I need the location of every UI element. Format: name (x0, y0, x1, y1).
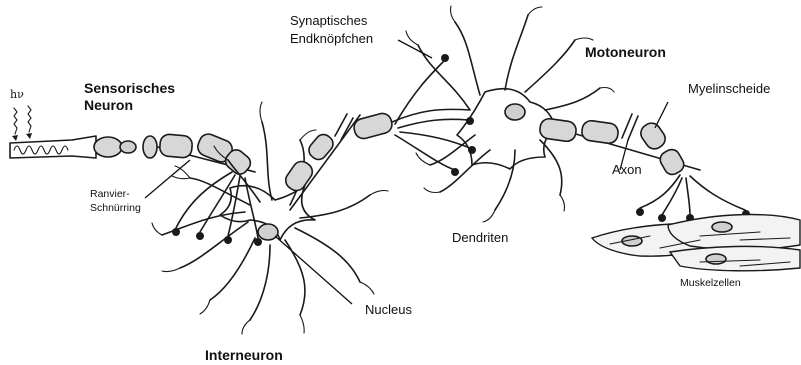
label-pointers (145, 40, 668, 304)
ranvier-label-line1: Ranvier- (90, 188, 130, 200)
dendrites-label: Dendriten (452, 231, 508, 246)
interneuron-axon (282, 111, 394, 210)
sensory-receptor (10, 136, 157, 158)
axon-label: Axon (612, 163, 642, 178)
synaptic-label-line2: Endknöpfchen (290, 32, 373, 47)
motoneuron-axon (539, 114, 750, 222)
interneuron-title: Interneuron (205, 347, 283, 363)
muscle-cells-label: Muskelzellen (680, 277, 741, 289)
myelin-sheath-label: Myelinscheide (688, 82, 770, 97)
sensory-neuron-title-line1: Sensorisches (84, 80, 175, 96)
photon-arrows (12, 106, 32, 141)
muscle-cells (592, 215, 800, 271)
ranvier-label-line2: Schnürring (90, 202, 141, 214)
sensory-axon (158, 131, 255, 177)
sensory-neuron-title-line2: Neuron (84, 97, 133, 113)
motoneuron-cell (392, 6, 614, 222)
nucleus-label: Nucleus (365, 303, 412, 318)
synaptic-label-line1: Synaptisches (290, 14, 367, 29)
motoneuron-title: Motoneuron (585, 44, 666, 60)
photon-label: hν (10, 89, 24, 102)
